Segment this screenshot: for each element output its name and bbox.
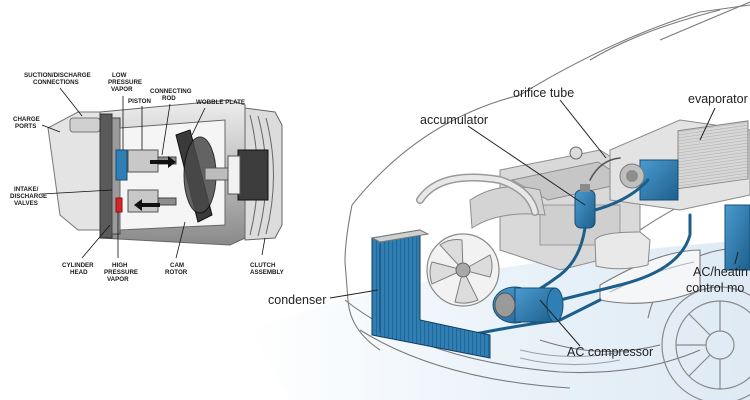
windshield-line — [590, 10, 720, 60]
label-intake-valves-1: INTAKE/ — [14, 186, 39, 193]
label-orifice-tube: orifice tube — [513, 86, 574, 100]
accumulator-component — [575, 184, 595, 228]
label-high-pressure-2: PRESSURE — [104, 269, 138, 276]
label-ac-compressor: AC compressor — [567, 345, 653, 359]
label-clutch-2: ASSEMBLY — [250, 269, 285, 276]
ac-heating-control-module — [725, 205, 750, 270]
label-cam-rotor-2: ROTOR — [165, 269, 188, 276]
label-charge-ports-2: PORTS — [15, 123, 36, 130]
evaporator-unit — [610, 120, 750, 210]
clutch-hub — [238, 150, 268, 200]
evaporator-core — [640, 160, 678, 200]
orifice-tube-fitting — [570, 147, 582, 159]
label-suction-discharge-2: CONNECTIONS — [33, 79, 79, 86]
label-suction-discharge-1: SUCTION/DISCHARGE — [24, 72, 91, 79]
label-ac-heating-line1: AC/heatin — [693, 265, 748, 279]
label-high-pressure-3: VAPOR — [107, 276, 129, 283]
label-low-pressure-1: LOW — [112, 72, 127, 79]
compressor-cutaway — [48, 100, 282, 245]
label-connecting-rod-1: CONNECTING — [150, 88, 192, 95]
label-cylinder-head-2: HEAD — [70, 269, 88, 276]
high-pressure-chamber — [116, 198, 122, 212]
piston-lower — [128, 190, 158, 212]
label-high-pressure-1: HIGH — [112, 262, 128, 269]
label-accumulator: accumulator — [420, 113, 488, 127]
label-condenser: condenser — [268, 293, 326, 307]
label-clutch-1: CLUTCH — [250, 262, 276, 269]
label-cylinder-head-1: CYLINDER — [62, 262, 94, 269]
radiator-fan — [427, 234, 499, 306]
label-piston: PISTON — [128, 98, 151, 105]
label-evaporator: evaporator — [688, 92, 748, 106]
label-connecting-rod-2: ROD — [162, 95, 176, 102]
label-low-pressure-3: VAPOR — [111, 86, 133, 93]
label-intake-valves-2: DISCHARGE — [10, 193, 47, 200]
label-low-pressure-2: PRESSURE — [108, 79, 142, 86]
label-charge-ports-1: CHARGE — [13, 116, 40, 123]
reservoir — [595, 232, 650, 269]
ac-compressor-component — [493, 287, 563, 323]
label-cam-rotor-1: CAM — [170, 262, 184, 269]
label-ac-heating-line2: control mo — [686, 281, 744, 295]
low-pressure-chamber — [116, 150, 127, 180]
label-wobble-plate: WOBBLE PLATE — [196, 99, 245, 106]
label-intake-valves-3: VALVES — [14, 200, 38, 207]
